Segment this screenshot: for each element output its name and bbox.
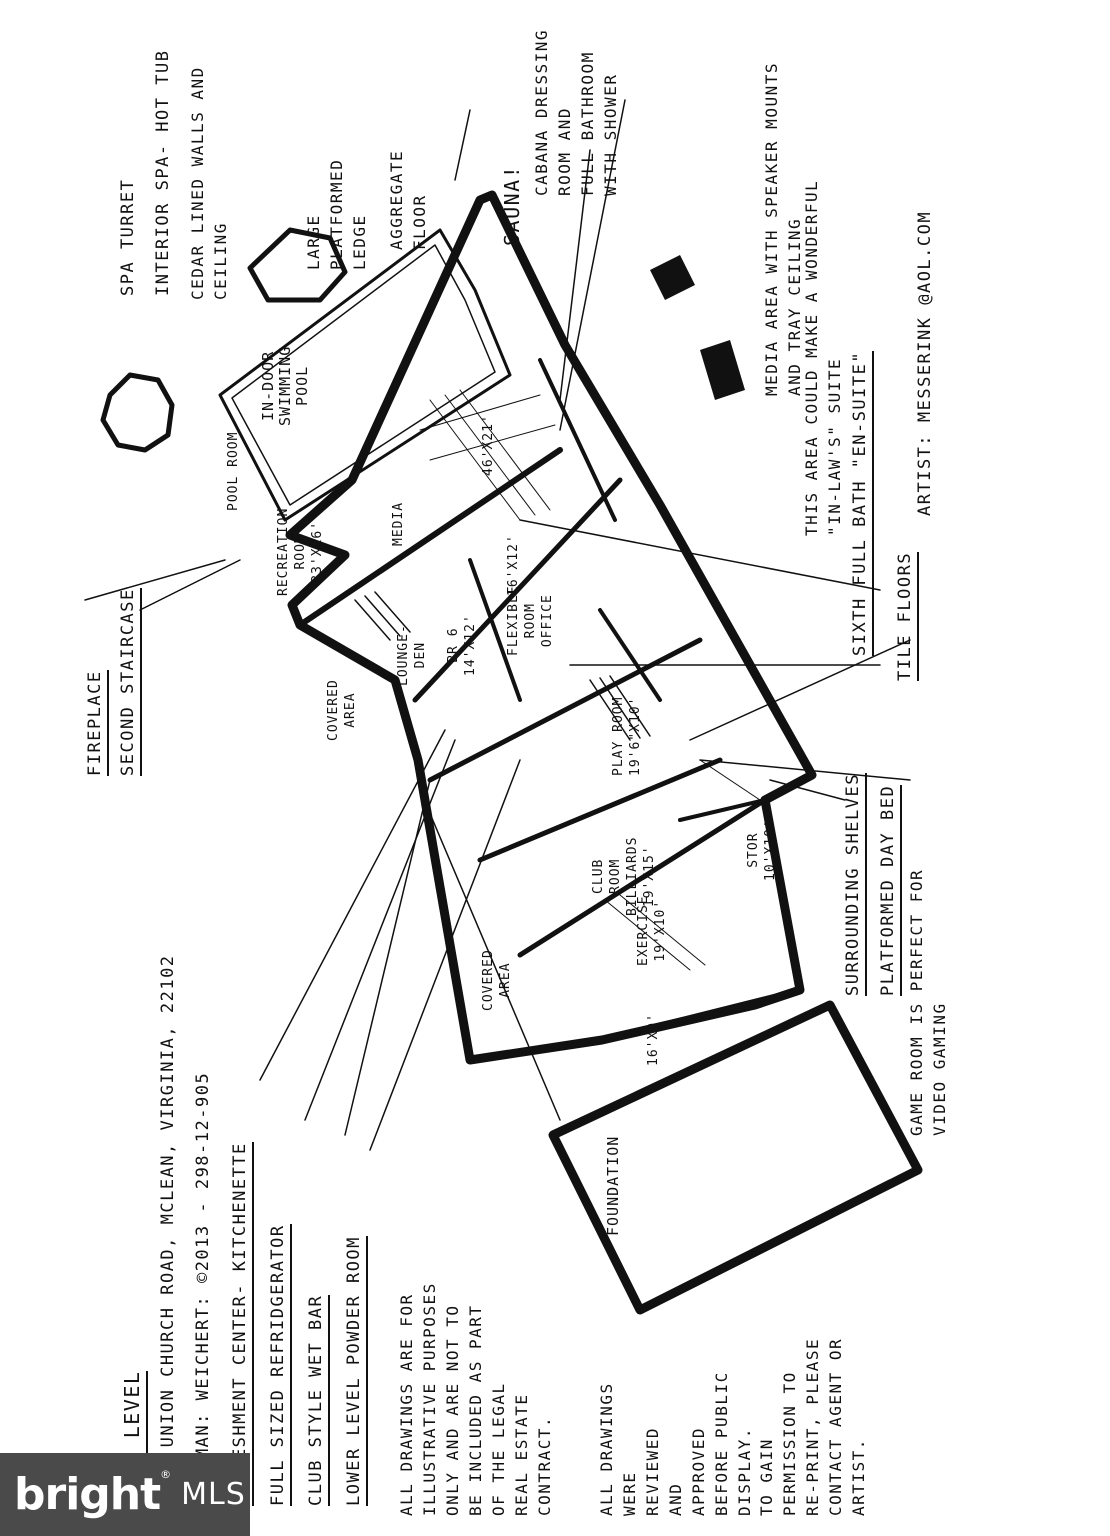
brand-suffix: MLS [181, 1477, 246, 1512]
outer-wall [285, 190, 817, 1065]
ledge-turret [247, 227, 348, 303]
brand-wordmark: bright [14, 1469, 161, 1520]
pool-inner [231, 244, 496, 506]
spa-turret [100, 372, 175, 453]
registered-mark-icon: ® [160, 1468, 172, 1481]
pool-outline [218, 228, 512, 522]
foundation-outline [548, 1000, 923, 1315]
bright-mls-logo: bright ® MLS [0, 1453, 250, 1536]
